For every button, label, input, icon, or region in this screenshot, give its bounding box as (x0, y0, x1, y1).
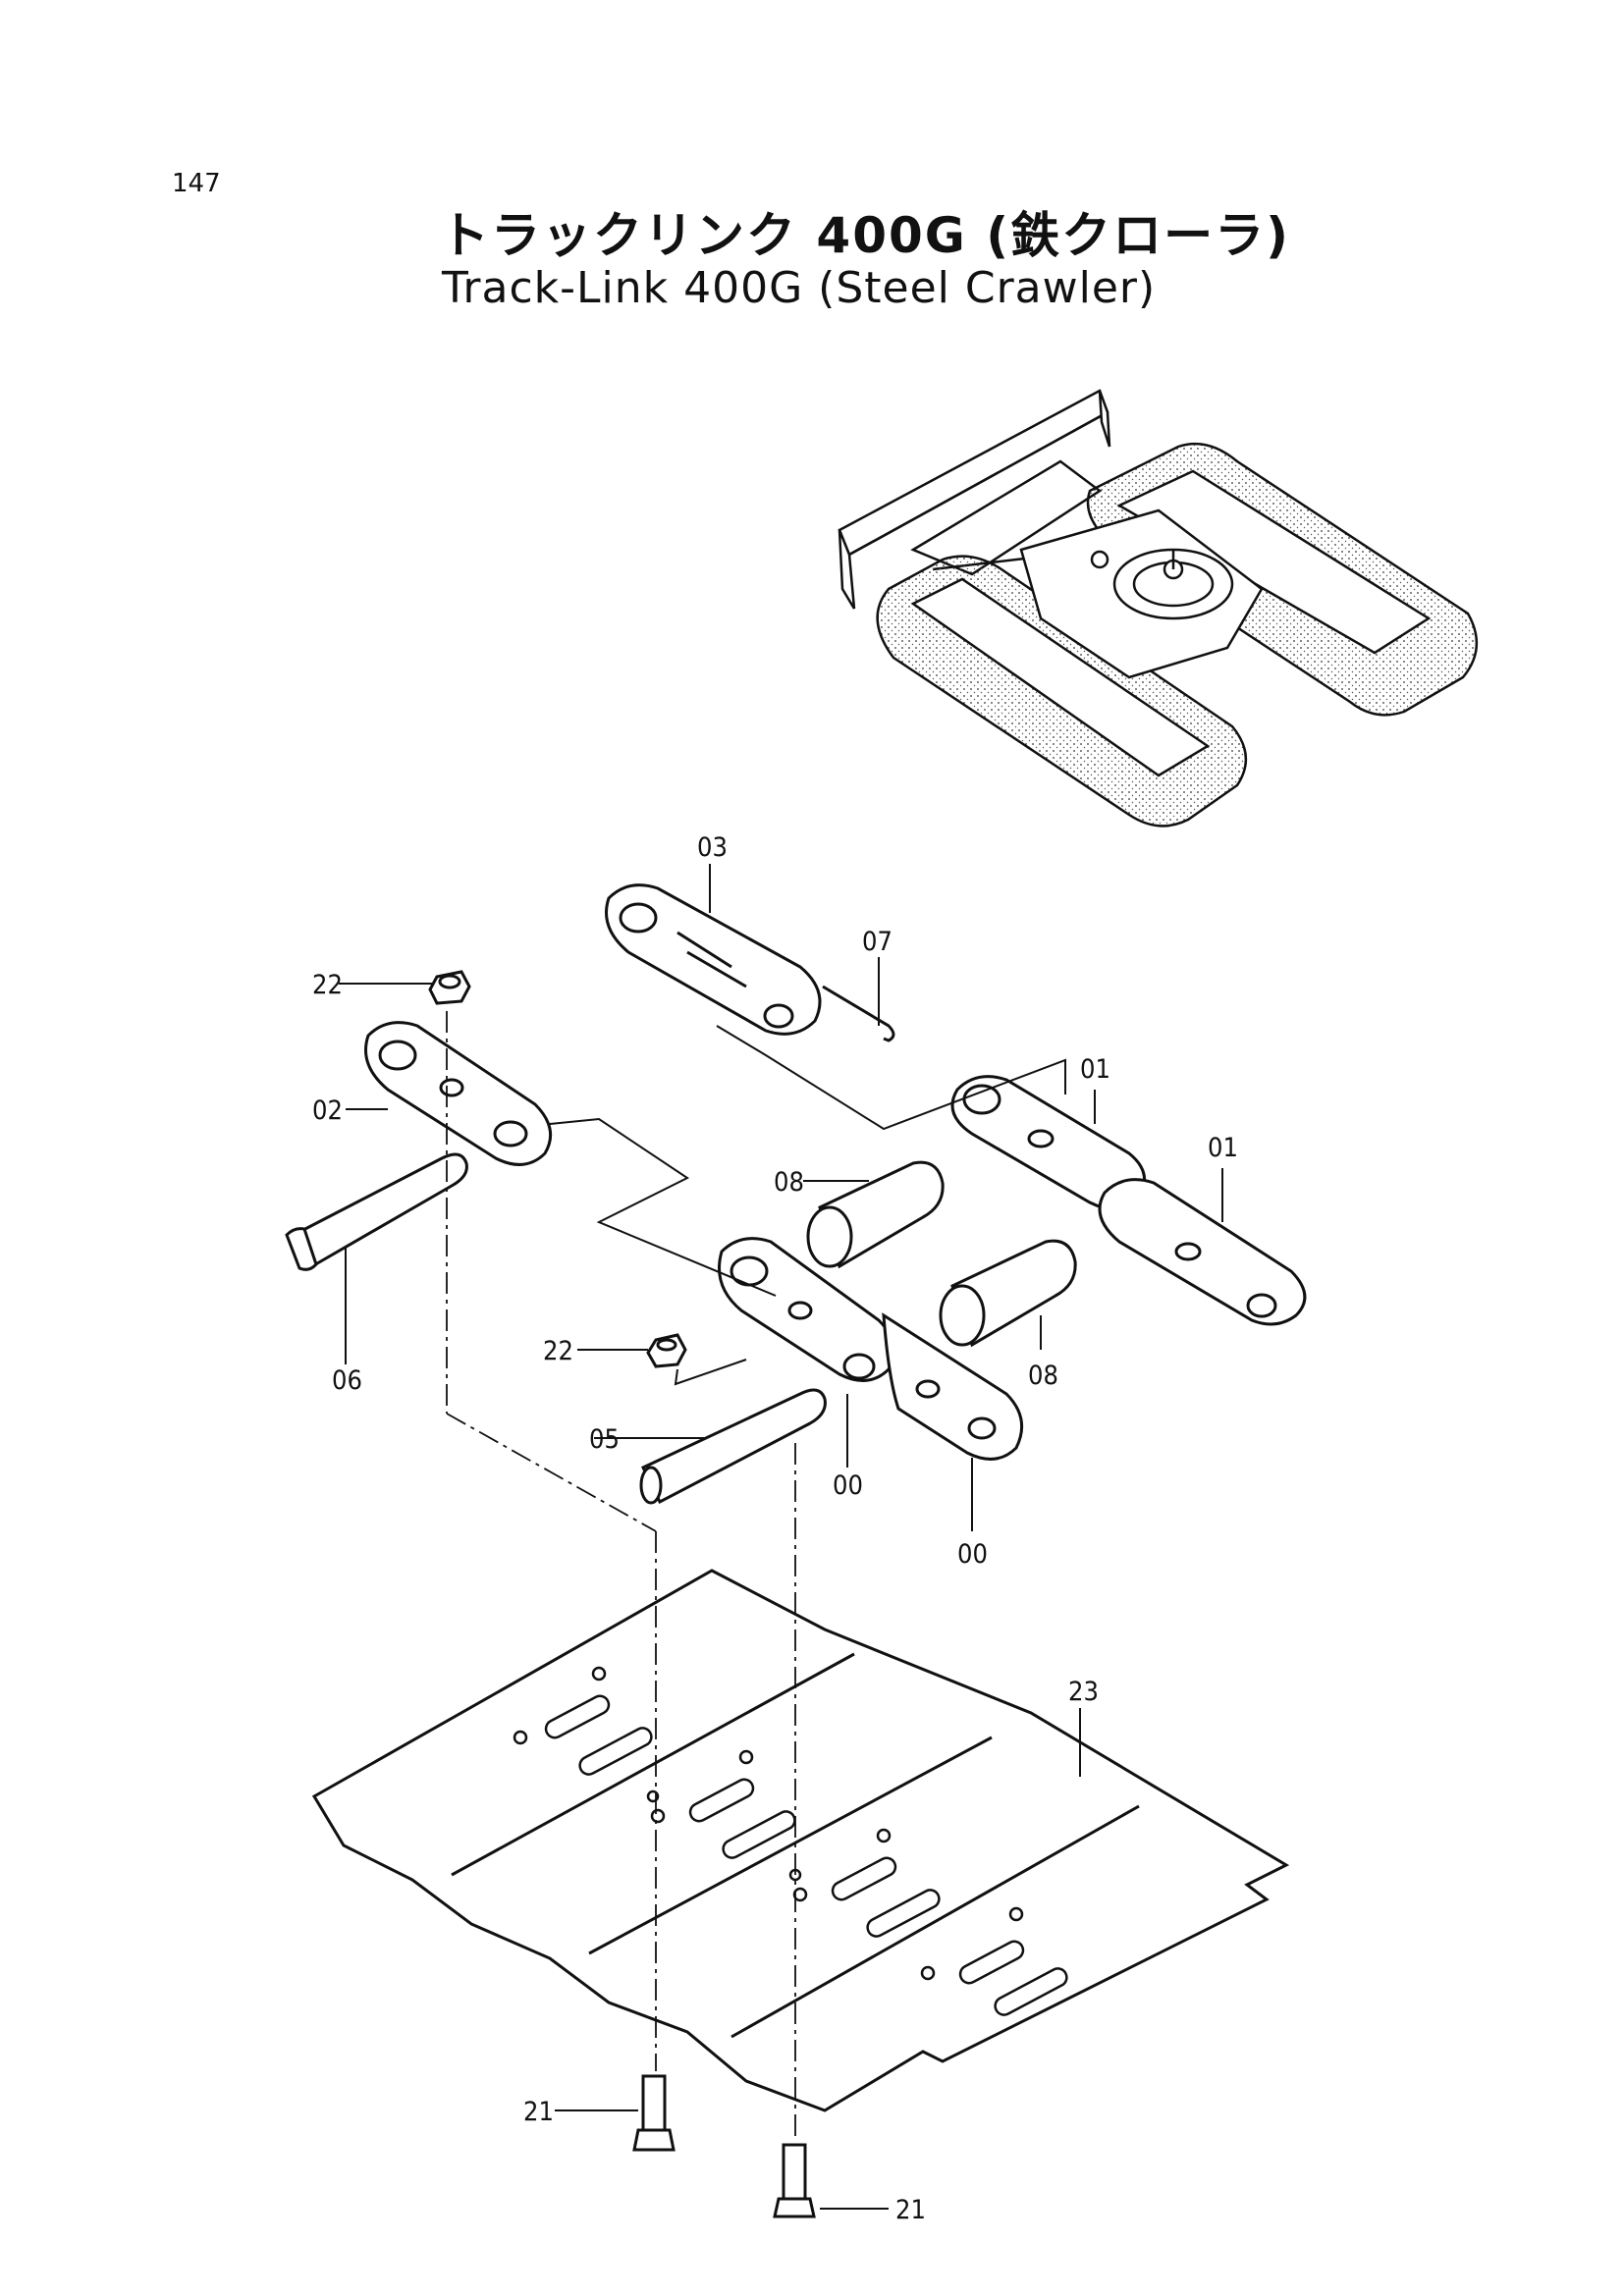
callout-08-upper: 08 (774, 1167, 804, 1198)
track-shoes-23 (311, 1569, 1290, 2112)
callout-08-lower: 08 (1028, 1361, 1058, 1391)
callout-01-rear: 01 (1208, 1133, 1238, 1163)
dashed-centerlines (446, 1011, 796, 2140)
nut-22-lower (646, 1333, 687, 1368)
callout-22-lower: 22 (543, 1336, 573, 1366)
callout-07: 07 (862, 927, 893, 957)
link-02 (364, 1021, 553, 1166)
link-01-rear (1098, 1178, 1307, 1326)
callout-21-left: 21 (523, 2097, 554, 2127)
bolt-21-left (632, 2074, 676, 2152)
cotter-pin-07 (822, 985, 895, 1042)
callout-03: 03 (697, 832, 728, 863)
pin-05 (639, 1388, 827, 1505)
callouts: 03 07 22 02 01 01 08 08 06 22 05 00 00 2… (312, 832, 1238, 2225)
link-00-rear (882, 1312, 1024, 1461)
page-title-english: Track-Link 400G (Steel Crawler) (442, 263, 1157, 313)
leader-lines (339, 864, 1223, 2210)
bushing-08-upper (806, 1160, 945, 1269)
nut-22-top (428, 970, 471, 1005)
callout-06: 06 (332, 1365, 362, 1396)
link-03 (605, 883, 822, 1036)
undercarriage-overview-illustration (838, 389, 1479, 828)
pin-06 (285, 1152, 468, 1271)
callout-00-rear: 00 (957, 1539, 988, 1570)
callout-01-front: 01 (1080, 1054, 1110, 1085)
callout-21-right: 21 (895, 2195, 926, 2225)
callout-00-front: 00 (833, 1470, 863, 1501)
callout-05: 05 (589, 1424, 620, 1455)
page-title-japanese: トラックリンク 400G (鉄クローラ) (440, 207, 1290, 264)
bolt-21-right (773, 2143, 816, 2218)
callout-02: 02 (312, 1095, 343, 1126)
page-number: 147 (172, 169, 221, 198)
callout-23: 23 (1068, 1677, 1099, 1707)
bushing-08-lower (939, 1239, 1077, 1348)
callout-22-top: 22 (312, 970, 343, 1000)
track-link-exploded-view (285, 883, 1307, 2218)
